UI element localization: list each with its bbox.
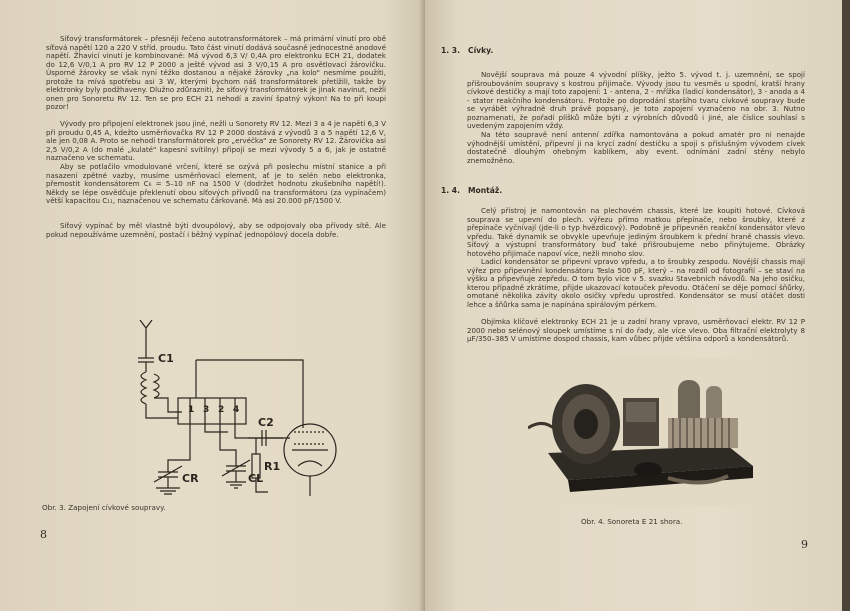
label-cr: CR <box>182 472 199 485</box>
page-number-left: 8 <box>40 528 47 541</box>
label-pin-2: 2 <box>218 405 224 415</box>
label-r1: R1 <box>264 460 280 473</box>
right-page: 1. 3. Cívky. Novější souprava má pouze 4… <box>425 0 842 611</box>
paragraph-coils-1: Novější souprava má pouze 4 vývodní plíš… <box>467 70 805 131</box>
paragraph-hum: Aby se potlačilo vmodulované vrčení, kte… <box>46 162 386 206</box>
paragraph-transformer: Síťový transformátorek – přesněji řečeno… <box>46 34 386 112</box>
page-number-right: 9 <box>801 538 808 551</box>
figure-3-caption: Obr. 3. Zapojení cívkové soupravy. <box>42 503 166 512</box>
section-1-3-title: Cívky. <box>468 46 494 55</box>
sonoreta-chassis-photo <box>528 358 760 506</box>
paragraph-coils-2: Na této soupravě není antenní zdířka nam… <box>467 130 805 165</box>
label-c1: C1 <box>158 352 174 365</box>
coil-circuit-diagram: C1 1 3 2 4 CR CL C2 R1 <box>138 320 337 496</box>
label-pin-1: 1 <box>188 405 194 415</box>
figure-4-caption: Obr. 4. Sonoreta E 21 shora. <box>581 517 683 526</box>
paragraph-pinout: Vývody pro připojení elektronek jsou jin… <box>46 119 386 163</box>
section-1-4-title: Montáž. <box>468 186 503 195</box>
section-1-4-number: 1. 4. <box>441 186 460 195</box>
section-1-3-number: 1. 3. <box>441 46 460 55</box>
page-edge <box>842 0 850 611</box>
label-pin-4: 4 <box>233 405 239 415</box>
label-cl: CL <box>248 472 263 485</box>
paragraph-assembly-3: Objímka klíčové elektronky ECH 21 je u z… <box>467 317 805 344</box>
left-page: Síťový transformátorek – přesněji řečeno… <box>0 0 425 611</box>
paragraph-switch: Síťový vypínač by měl vlastně býti dvoup… <box>46 221 386 239</box>
label-pin-3: 3 <box>203 405 209 415</box>
paragraph-assembly-1: Celý přístroj je namontován na plechovém… <box>467 206 805 258</box>
label-c2: C2 <box>258 416 274 429</box>
paragraph-assembly-2: Ladicí kondensátor se připevní vpravo vp… <box>467 257 805 309</box>
